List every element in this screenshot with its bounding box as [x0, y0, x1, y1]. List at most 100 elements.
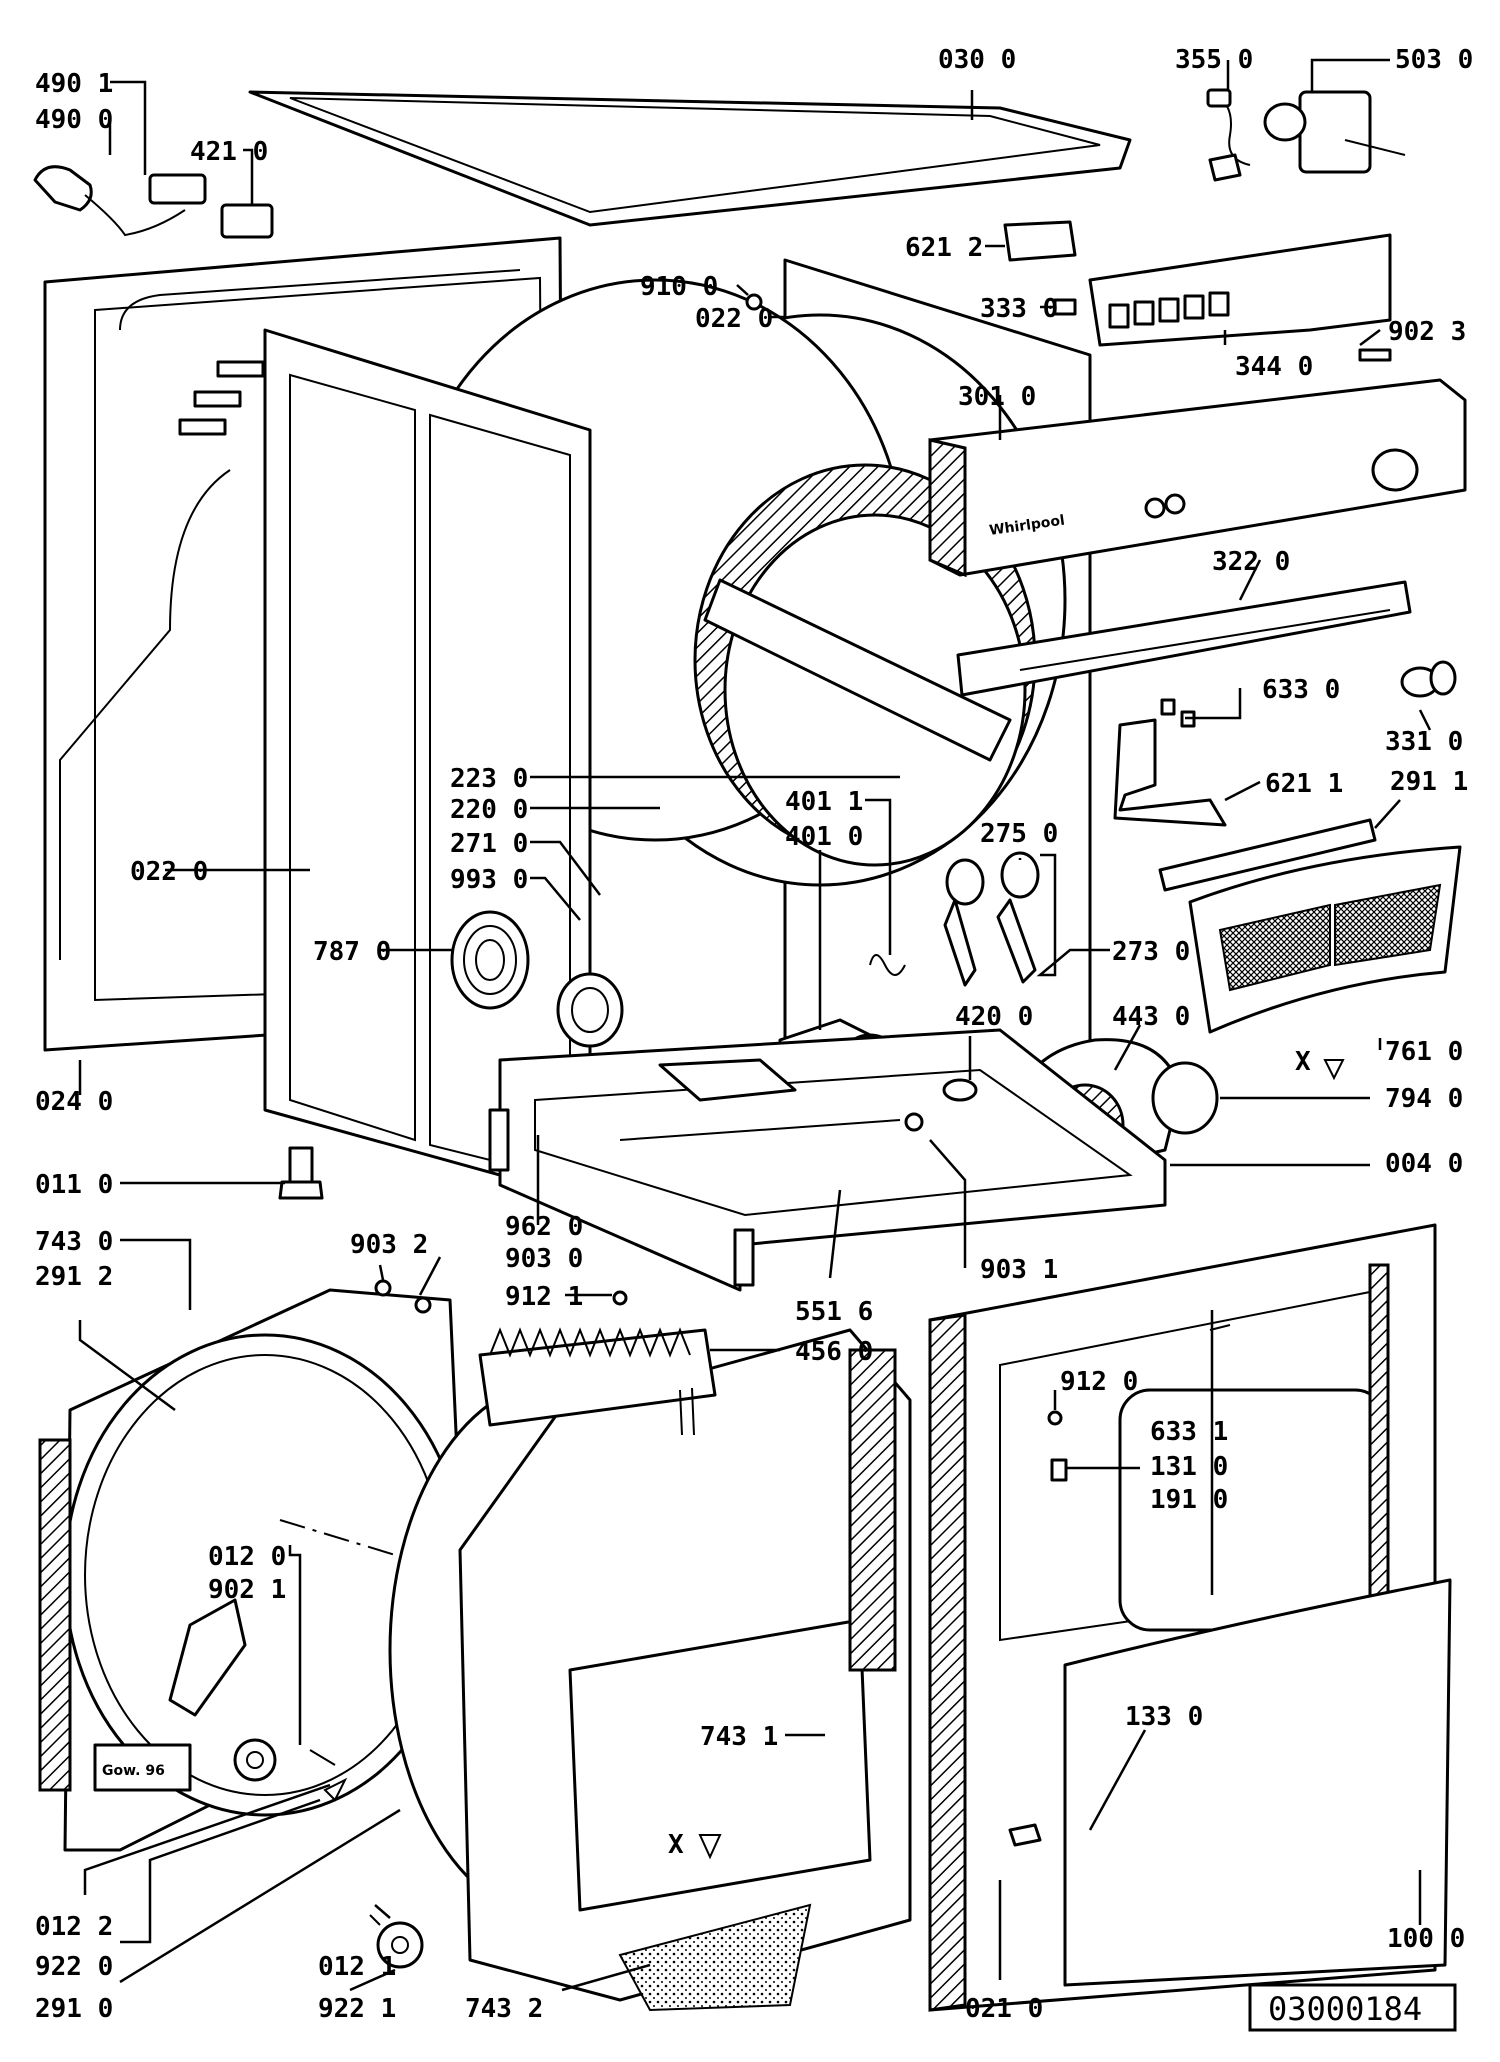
label-903-0: 903 0: [505, 1244, 583, 1274]
label-401-0: 401 0: [785, 822, 863, 852]
label-902-3: 902 3: [1388, 317, 1466, 347]
label-902-1: 902 1: [208, 1575, 286, 1605]
label-024-0: 024 0: [35, 1087, 113, 1117]
label-271-0: 271 0: [450, 829, 528, 859]
screw-912-1: [612, 1290, 628, 1306]
label-761-0: 761 0: [1385, 1037, 1463, 1067]
screw-912-0: [1047, 1410, 1063, 1426]
label-191-0: 191 0: [1150, 1485, 1228, 1515]
clip-551-6: [904, 1112, 924, 1132]
label-012-0: 012 0: [208, 1542, 286, 1572]
rear-bulkhead-743-0: Gow. 96: [38, 1288, 841, 1852]
gasket-794: [1151, 1061, 1219, 1135]
label-022-0-top: 022 0: [695, 304, 773, 334]
label-787-0: 787 0: [313, 937, 391, 967]
label-743-2: 743 2: [465, 1994, 543, 2024]
timer-503: [1263, 90, 1406, 174]
label-021-0: 021 0: [965, 1994, 1043, 2024]
clip-902-3: [1358, 348, 1392, 362]
leader-lines: [78, 58, 1432, 1992]
label-420-0: 420 0: [955, 1002, 1033, 1032]
control-panel: Whirlpool: [928, 378, 1467, 578]
pin-012-2: [309, 1749, 336, 1766]
part-labels: 030 0 355 0 503 0 490 1 490 0 421 0 621 …: [35, 45, 1473, 2024]
heater-element-456: [478, 1327, 717, 1436]
power-cord-assembly: [33, 165, 274, 239]
label-011-0: 011 0: [35, 1170, 113, 1200]
label-273-0: 273 0: [1112, 937, 1190, 967]
lint-filter: X: [1158, 818, 1462, 1081]
marker-x-filter: X: [1295, 1047, 1311, 1077]
label-291-2: 291 2: [35, 1262, 113, 1292]
label-131-0: 131 0: [1150, 1452, 1228, 1482]
marker-x-bulkhead: X: [668, 1830, 684, 1860]
label-922-1: 922 1: [318, 1994, 396, 2024]
screw-011: [278, 1146, 324, 1200]
switch-131: [1050, 1458, 1068, 1482]
plate-text: Gow. 96: [102, 1763, 165, 1779]
label-443-0: 443 0: [1112, 1002, 1190, 1032]
label-220-0: 220 0: [450, 795, 528, 825]
handle-133: [1008, 1823, 1042, 1847]
label-490-0: 490 0: [35, 105, 113, 135]
label-012-1: 012 1: [318, 1952, 396, 1982]
base-frame-004: [488, 1028, 1167, 1292]
pcb-621-2: [1003, 220, 1077, 262]
label-133-0: 133 0: [1125, 1702, 1203, 1732]
label-030-0: 030 0: [938, 45, 1016, 75]
screw-910: [745, 293, 763, 311]
label-910-0: 910 0: [640, 272, 718, 302]
label-275-0: 275 0: [980, 819, 1058, 849]
label-743-0: 743 0: [35, 1227, 113, 1257]
fascia-322: [956, 580, 1412, 697]
label-903-1: 903 1: [980, 1255, 1058, 1285]
label-333-0: 333 0: [980, 294, 1058, 324]
label-621-1: 621 1: [1265, 769, 1343, 799]
label-503-0: 503 0: [1395, 45, 1473, 75]
label-331-0: 331 0: [1385, 727, 1463, 757]
label-344-0: 344 0: [1235, 352, 1313, 382]
label-421-0: 421 0: [190, 137, 268, 167]
wheel-922-1: [376, 1921, 424, 1969]
label-291-0: 291 0: [35, 1994, 113, 2024]
label-022-0-left: 022 0: [130, 857, 208, 887]
document-id-box: 03000184: [1248, 1983, 1457, 2032]
thermostat-420: [942, 1078, 978, 1102]
switch-assembly-621-1: [1113, 698, 1227, 827]
label-551-6: 551 6: [795, 1297, 873, 1327]
label-912-0: 912 0: [1060, 1367, 1138, 1397]
label-962-0: 962 0: [505, 1212, 583, 1242]
label-012-2: 012 2: [35, 1912, 113, 1942]
clip-903-0: [414, 1296, 432, 1314]
label-621-2: 621 2: [905, 233, 983, 263]
clip-903-2: [374, 1279, 392, 1297]
label-301-0: 301 0: [958, 382, 1036, 412]
label-223-0: 223 0: [450, 764, 528, 794]
label-633-1: 633 1: [1150, 1417, 1228, 1447]
small-parts: [309, 293, 1392, 1969]
label-490-1: 490 1: [35, 69, 113, 99]
label-100-0: 100 0: [1387, 1924, 1465, 1954]
label-291-1: 291 1: [1390, 767, 1468, 797]
label-903-2: 903 2: [350, 1230, 428, 1260]
label-794-0: 794 0: [1385, 1084, 1463, 1114]
door-panel-100: [1063, 1578, 1452, 1987]
thermostat-355: [1206, 88, 1251, 182]
pulley-assembly-275: [943, 851, 1040, 987]
document-id: 03000184: [1268, 1990, 1422, 2028]
control-plate-344: [1088, 233, 1392, 347]
label-322-0: 322 0: [1212, 547, 1290, 577]
label-912-1: 912 1: [505, 1282, 583, 1312]
label-922-0: 922 0: [35, 1952, 113, 1982]
knob-331: [1400, 660, 1457, 698]
label-633-0: 633 0: [1262, 675, 1340, 705]
label-456-0: 456 0: [795, 1337, 873, 1367]
top-panel: [248, 90, 1132, 227]
lamp-633-1: [1209, 1324, 1231, 1331]
label-993-0: 993 0: [450, 865, 528, 895]
label-743-1: 743 1: [700, 1722, 778, 1752]
label-004-0: 004 0: [1385, 1149, 1463, 1179]
label-401-1: 401 1: [785, 787, 863, 817]
